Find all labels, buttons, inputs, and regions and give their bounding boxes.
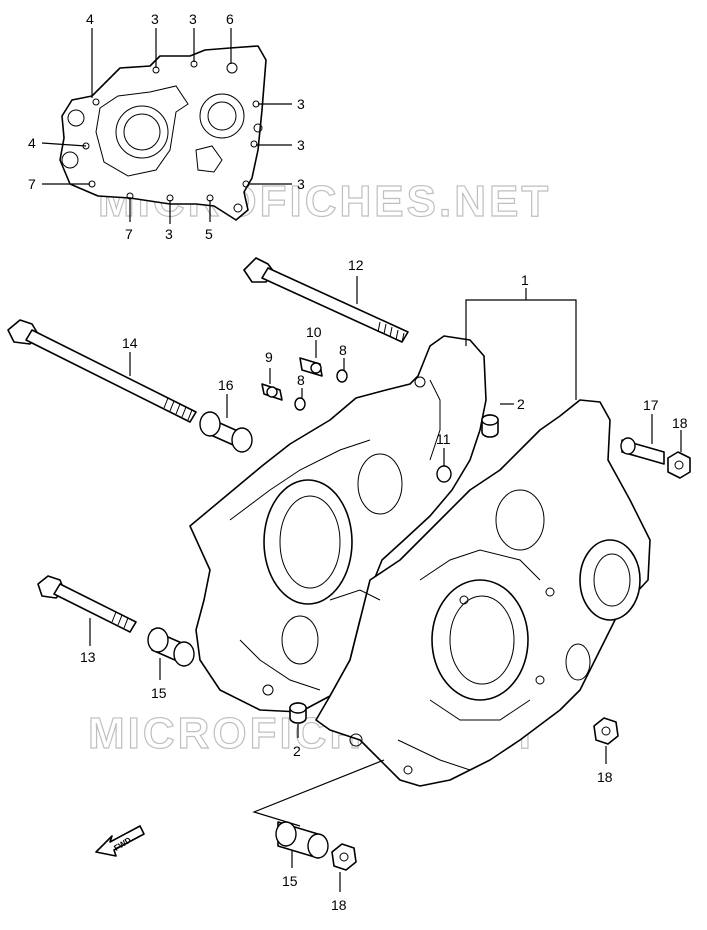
stud-17 [620, 437, 665, 465]
callout-8-a: 8 [297, 372, 305, 388]
nut-18-bottom [331, 843, 357, 871]
callout-1: 1 [521, 272, 529, 288]
callout-15-mid: 15 [151, 685, 167, 701]
spacer-15-mid [147, 627, 195, 667]
fwd-arrow-icon: FWD [95, 825, 145, 857]
bolt-14 [7, 319, 197, 423]
callout-5-bottom: 5 [205, 226, 213, 242]
spacer-16 [199, 411, 253, 453]
crankcase-assembly [189, 335, 651, 787]
callout-3-right-c: 3 [297, 176, 305, 192]
callout-18-mid: 18 [597, 769, 613, 785]
callout-16: 16 [218, 377, 234, 393]
nut-18-right [667, 451, 691, 479]
callout-6-top: 6 [226, 11, 234, 27]
callout-10: 10 [306, 324, 322, 340]
callout-18-bottom: 18 [331, 897, 347, 913]
bolt-12 [243, 257, 409, 343]
callout-13: 13 [80, 649, 96, 665]
callout-8-b: 8 [339, 342, 347, 358]
bolt-13 [37, 575, 137, 633]
callout-3-top-a: 3 [151, 11, 159, 27]
callout-3-bottom: 3 [165, 226, 173, 242]
callout-2-bottom: 2 [293, 743, 301, 759]
callout-4-left: 4 [28, 135, 36, 151]
fittings-9-10 [261, 357, 348, 411]
crankcase-gasket-inset [59, 45, 267, 221]
callout-12: 12 [348, 257, 364, 273]
callout-7-bottom: 7 [125, 226, 133, 242]
callout-2-top: 2 [517, 396, 525, 412]
callout-17: 17 [643, 397, 659, 413]
callout-4-top: 4 [86, 11, 94, 27]
callout-3-top-b: 3 [189, 11, 197, 27]
callout-1-bracket [465, 288, 577, 400]
callout-14: 14 [122, 335, 138, 351]
callout-9: 9 [265, 349, 273, 365]
callout-15-bottom: 15 [282, 873, 298, 889]
callout-3-right-b: 3 [297, 137, 305, 153]
callout-11: 11 [436, 431, 451, 447]
oring-11 [436, 465, 452, 483]
leader-assembly-bottom [252, 759, 385, 827]
callout-7-left: 7 [28, 176, 36, 192]
nut-18-mid [593, 717, 619, 745]
callout-18-right: 18 [672, 415, 688, 431]
inset-leaders [41, 28, 292, 224]
spacer-15-bottom [275, 821, 329, 859]
callout-3-right-a: 3 [297, 96, 305, 112]
